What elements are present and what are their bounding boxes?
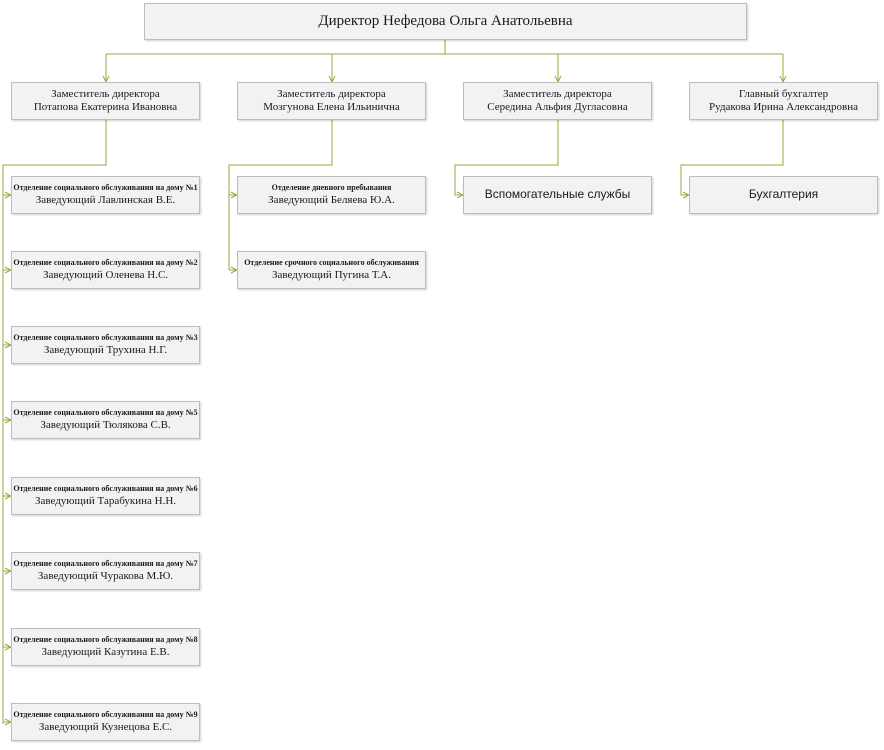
deputy-name: Середина Альфия Дугласовна (487, 101, 628, 113)
department-title: Отделение срочного социального обслужива… (244, 257, 419, 267)
auxiliary-services-box: Вспомогательные службы (463, 176, 652, 214)
deputy-box-potapova: Заместитель директора Потапова Екатерина… (11, 82, 200, 120)
department-box-home-3: Отделение социального обслуживания на до… (11, 326, 200, 364)
deputy-box-seredina: Заместитель директора Середина Альфия Ду… (463, 82, 652, 120)
department-box-home-6: Отделение социального обслуживания на до… (11, 477, 200, 515)
department-head: Заведующий Оленева Н.С. (42, 268, 169, 281)
department-box-urgent-service: Отделение срочного социального обслужива… (237, 251, 426, 289)
department-box-home-1: Отделение социального обслуживания на до… (11, 176, 200, 214)
department-head: Заведующий Пугина Т.А. (272, 268, 391, 281)
deputy-role: Заместитель директора (51, 88, 160, 101)
department-head: Заведующий Трухина Н.Г. (43, 343, 168, 356)
department-title: Отделение социального обслуживания на до… (13, 483, 198, 493)
department-title: Отделение социального обслуживания на до… (13, 257, 198, 267)
department-title: Отделение дневного пребывания (271, 182, 392, 192)
department-title: Отделение социального обслуживания на до… (13, 332, 198, 342)
department-box-home-8: Отделение социального обслуживания на до… (11, 628, 200, 666)
department-head: Заведующий Беляева Ю.А. (268, 193, 395, 206)
accounting-box: Бухгалтерия (689, 176, 878, 214)
department-head: Заведующий Лавлинская В.Е. (35, 193, 176, 206)
director-title: Директор Нефедова Ольга Анатольевна (318, 12, 573, 29)
department-title: Отделение социального обслуживания на до… (13, 558, 198, 568)
accounting-label: Бухгалтерия (748, 187, 819, 202)
department-head: Заведующий Тюлякова С.В. (40, 418, 171, 431)
department-box-home-5: Отделение социального обслуживания на до… (11, 401, 200, 439)
department-head: Заведующий Тарабукина Н.Н. (34, 494, 177, 507)
deputy-role: Заместитель директора (277, 88, 386, 101)
chief-accountant-role: Главный бухгалтер (738, 88, 829, 101)
department-head: Заведующий Казутина Е.В. (41, 645, 170, 658)
deputy-role: Заместитель директора (503, 88, 612, 101)
department-title: Отделение социального обслуживания на до… (13, 182, 198, 192)
deputy-name: Потапова Екатерина Ивановна (33, 101, 178, 113)
department-box-home-7: Отделение социального обслуживания на до… (11, 552, 200, 590)
chief-accountant-name: Рудакова Ирина Александровна (709, 101, 858, 113)
department-head: Заведующий Кузнецова Е.С. (38, 720, 173, 733)
director-box: Директор Нефедова Ольга Анатольевна (144, 3, 747, 40)
deputy-box-mozgunova: Заместитель директора Мозгунова Елена Ил… (237, 82, 426, 120)
department-title: Отделение социального обслуживания на до… (13, 407, 198, 417)
department-head: Заведующий Чуракова М.Ю. (37, 569, 174, 582)
department-box-home-9: Отделение социального обслуживания на до… (11, 703, 200, 741)
department-box-home-2: Отделение социального обслуживания на до… (11, 251, 200, 289)
deputy-name: Мозгунова Елена Ильинична (263, 101, 400, 113)
department-title: Отделение социального обслуживания на до… (13, 709, 198, 719)
chief-accountant-box: Главный бухгалтер Рудакова Ирина Алексан… (689, 82, 878, 120)
department-title: Отделение социального обслуживания на до… (13, 634, 198, 644)
auxiliary-services-label: Вспомогательные службы (484, 187, 631, 202)
department-box-day-stay: Отделение дневного пребывания Заведующий… (237, 176, 426, 214)
